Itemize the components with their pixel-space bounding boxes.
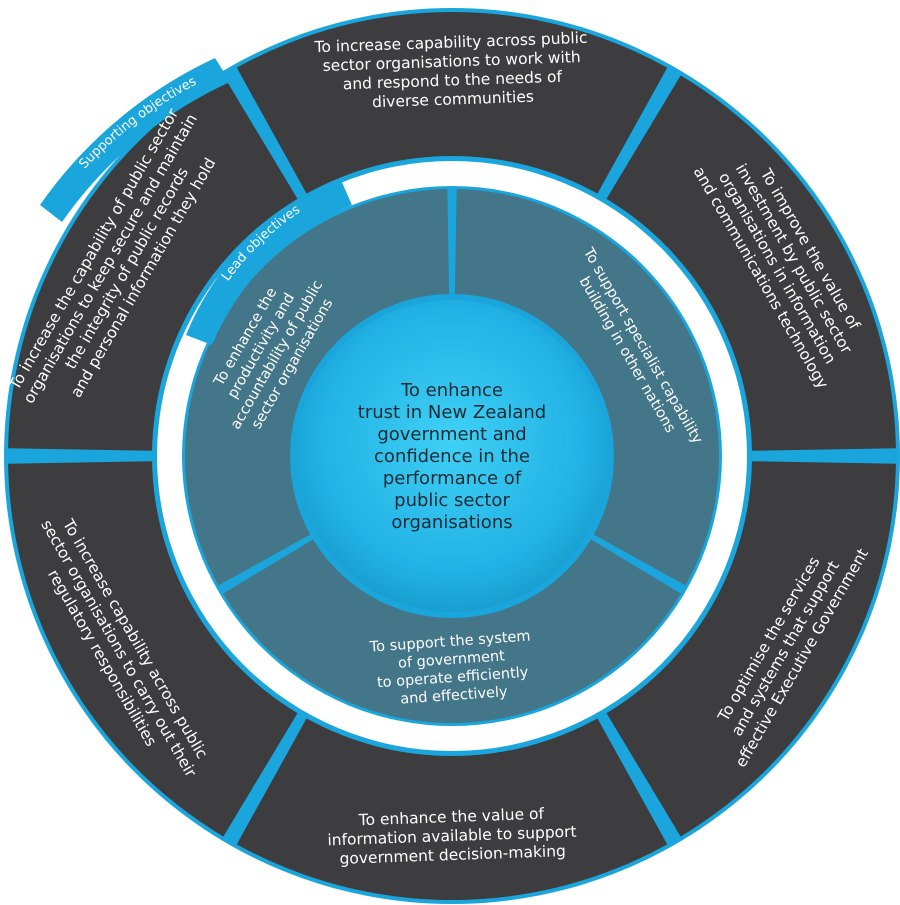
outer-segment-diverse-communities xyxy=(236,11,668,194)
outer-segment-executive-government xyxy=(606,461,896,837)
center-disc xyxy=(296,300,608,612)
inner-segment-productivity xyxy=(184,189,450,586)
outer-segment-information-value xyxy=(236,718,668,900)
inner-segment-specialist xyxy=(454,189,719,586)
outer-segment-ict-investment xyxy=(606,75,896,451)
lead-objectives-ring xyxy=(182,186,722,726)
outer-segment-public-records xyxy=(8,75,298,451)
outer-segment-regulatory xyxy=(8,461,298,837)
inner-segment-system xyxy=(223,538,681,724)
supporting-objective-information-value: To enhance the value ofinformation avail… xyxy=(326,804,577,869)
